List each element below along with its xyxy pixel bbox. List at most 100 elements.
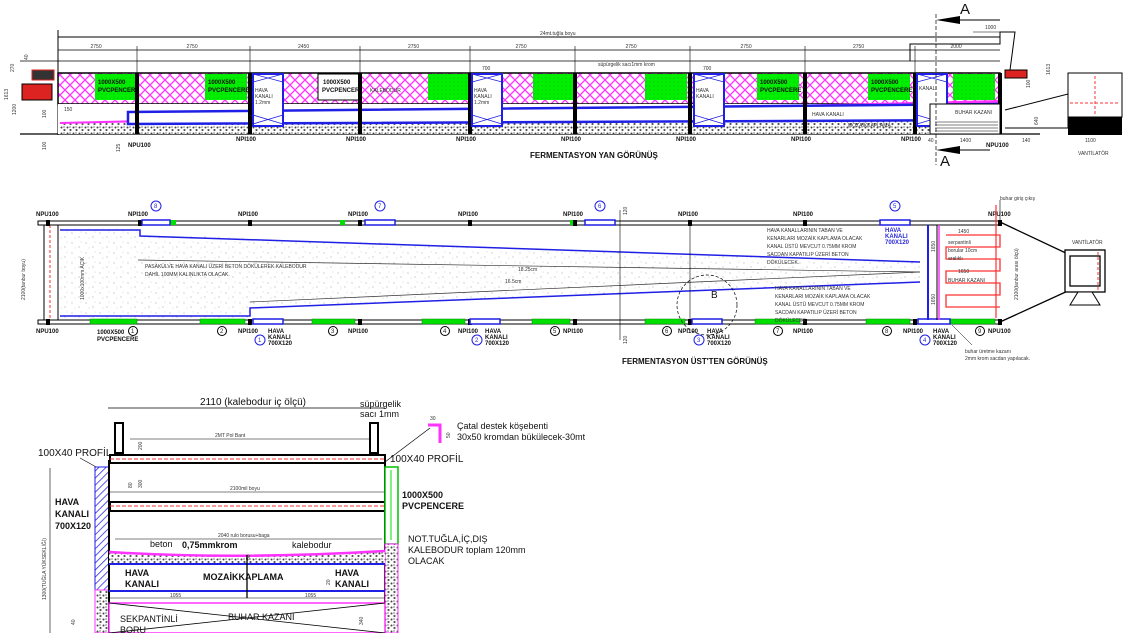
window-number: 9 <box>978 329 982 335</box>
duct-top-label: HAVA <box>885 228 902 234</box>
duct-left-line2: KANALI <box>55 509 89 519</box>
vdim-200: 200 <box>138 441 144 450</box>
post-label: NPU100 <box>986 143 1009 149</box>
post-bottom <box>913 319 917 325</box>
duct-label: KANALI <box>696 94 714 100</box>
window-number: 2 <box>220 329 224 335</box>
duct-note-top: KENARLARI MOZAİK KAPLAMA OLACAK <box>767 235 863 242</box>
section-mark-a-bottom: A <box>940 153 950 170</box>
bracket-dim-50: 50 <box>446 432 452 438</box>
duct-cross <box>693 73 725 125</box>
duct-number: 5 <box>893 204 897 210</box>
boiler-label: BUHAR KAZANI <box>955 110 992 116</box>
profile-left-label: 100X40 PROFİL <box>38 446 112 459</box>
post-label-bottom: NPU100 <box>36 329 59 335</box>
post-label-top: NPI100 <box>678 212 699 218</box>
window-label: 1000X500 <box>760 80 788 86</box>
window-number-circle <box>882 326 892 336</box>
window-number-circle <box>975 326 985 336</box>
post-label-top: NPI100 <box>793 212 814 218</box>
segment-dim: 2000 <box>951 44 962 50</box>
note-line-3: OLACAK <box>408 556 445 566</box>
window-top-view <box>199 318 246 325</box>
bracket-note-1: Çatal destek köşebenti <box>457 421 548 431</box>
brick-height-dim: 1300(TUĞLA YÜKSEKLİĞİ) <box>41 538 48 600</box>
post-label-bottom: NPI100 <box>793 329 814 335</box>
post-label: NPI100 <box>236 137 257 143</box>
duct-bottom-label: HAVA <box>485 329 502 335</box>
kalebodur-section-label: kalebodur <box>292 540 332 550</box>
heater-unit-icon <box>21 83 53 101</box>
steel-post <box>248 73 252 134</box>
segment-dim: 2750 <box>516 44 527 50</box>
dim-100b: 100 <box>42 141 48 150</box>
duct-bottom <box>691 318 723 325</box>
dim-1613-right: 1613 <box>1046 64 1052 75</box>
concrete-fill <box>60 228 920 318</box>
window-green <box>757 74 799 100</box>
window-number-circle <box>217 326 227 336</box>
duct-bottom-label: 700X120 <box>933 341 958 347</box>
segment-dim: 2750 <box>187 44 198 50</box>
duct-label: KANALI <box>919 86 937 92</box>
end-wall-left <box>43 224 59 321</box>
duct-top <box>364 219 396 226</box>
concrete-label: beton <box>150 539 173 549</box>
roller-tube-label: 2040 rulo borusu+baga <box>218 533 270 539</box>
post-label: NPU100 <box>128 143 151 149</box>
dim-1650b: 1650 <box>931 241 937 252</box>
chrome-sheet-label: 0,75mmkrom <box>182 540 238 550</box>
window-top-view <box>340 220 345 225</box>
duct-bottom <box>252 318 284 325</box>
duct-top <box>141 219 171 226</box>
duct-number: 2 <box>475 338 479 344</box>
dim-270: 270 <box>10 63 16 72</box>
duct-note-top: SACDAN KAPATILIP ÜZERİ BETON <box>767 251 849 258</box>
post-label-bottom: NPI100 <box>563 329 584 335</box>
window-section-label-1: 1000X500 <box>402 490 443 500</box>
window-white <box>317 73 361 101</box>
duct-note-top: KANAL ÜSTÜ MEVCUT 0.75MM KROM <box>767 243 856 250</box>
duct-l-line1: HAVA <box>125 568 150 578</box>
post-bottom <box>573 319 577 325</box>
top-view: 2100(tanbur boyu) 1000x100mm AÇIK PASAKÜ… <box>21 196 1106 366</box>
air-duct-label: HAVA KANALI <box>812 112 844 118</box>
duct-note-bottom: KANAL ÜSTÜ MEVCUT 0.75MM KROM <box>775 301 864 308</box>
post-label: NPI100 <box>346 137 367 143</box>
window-label: PVCPENCERE <box>871 88 912 94</box>
duct-bottom-label: HAVA <box>707 329 724 335</box>
shaft-length-label: 2100mil boyu <box>230 486 260 492</box>
duct-bottom-label: HAVA <box>933 329 950 335</box>
concrete-note-2: DAHİL 100MM KALINLIKTA OLACAK. <box>145 271 230 278</box>
upper-roller <box>109 454 386 464</box>
post-top <box>358 220 362 226</box>
duct-label: KANALI <box>474 94 492 100</box>
duct-left-line3: 700X120 <box>55 521 91 531</box>
window-top-view <box>531 318 571 325</box>
duct-number-circle <box>150 200 162 212</box>
fork-bracket-icon <box>428 423 442 443</box>
half-dim-right: 1055 <box>305 593 316 599</box>
window-top-view <box>644 318 686 325</box>
post-label-top: NPU100 <box>36 212 59 218</box>
steel-post <box>135 73 139 134</box>
window-top-view <box>944 318 996 325</box>
duct-number: 6 <box>598 204 602 210</box>
duct-note-top: HAVA KANALLARININ TABAN VE <box>767 228 843 234</box>
window-label-1: 1000X500 <box>97 330 125 336</box>
serpentine-pipe <box>945 234 1001 308</box>
serpentine-section-1: SEKPANTİNLİ <box>120 614 178 624</box>
steel-post <box>913 73 917 134</box>
window-number-circle <box>550 326 560 336</box>
duct-bottom-label: KANALI <box>268 335 291 341</box>
skirting-label-1: süpürgelik <box>360 399 402 409</box>
air-duct-box <box>252 73 284 127</box>
duct-l-line2: KANALI <box>125 579 159 589</box>
mosaic-section-label: MOZAİKKAPLAMA <box>203 572 284 582</box>
dim-120-bottom: 120 <box>623 335 629 344</box>
total-length-dim: 24mt.tuğla boyu <box>540 31 576 37</box>
pol-bant-label: 2MT Pol Bant <box>215 433 246 439</box>
window-number-circle <box>328 326 338 336</box>
boiler-top-label: BUHAR KAZANI <box>948 278 985 284</box>
window-green <box>205 74 247 100</box>
